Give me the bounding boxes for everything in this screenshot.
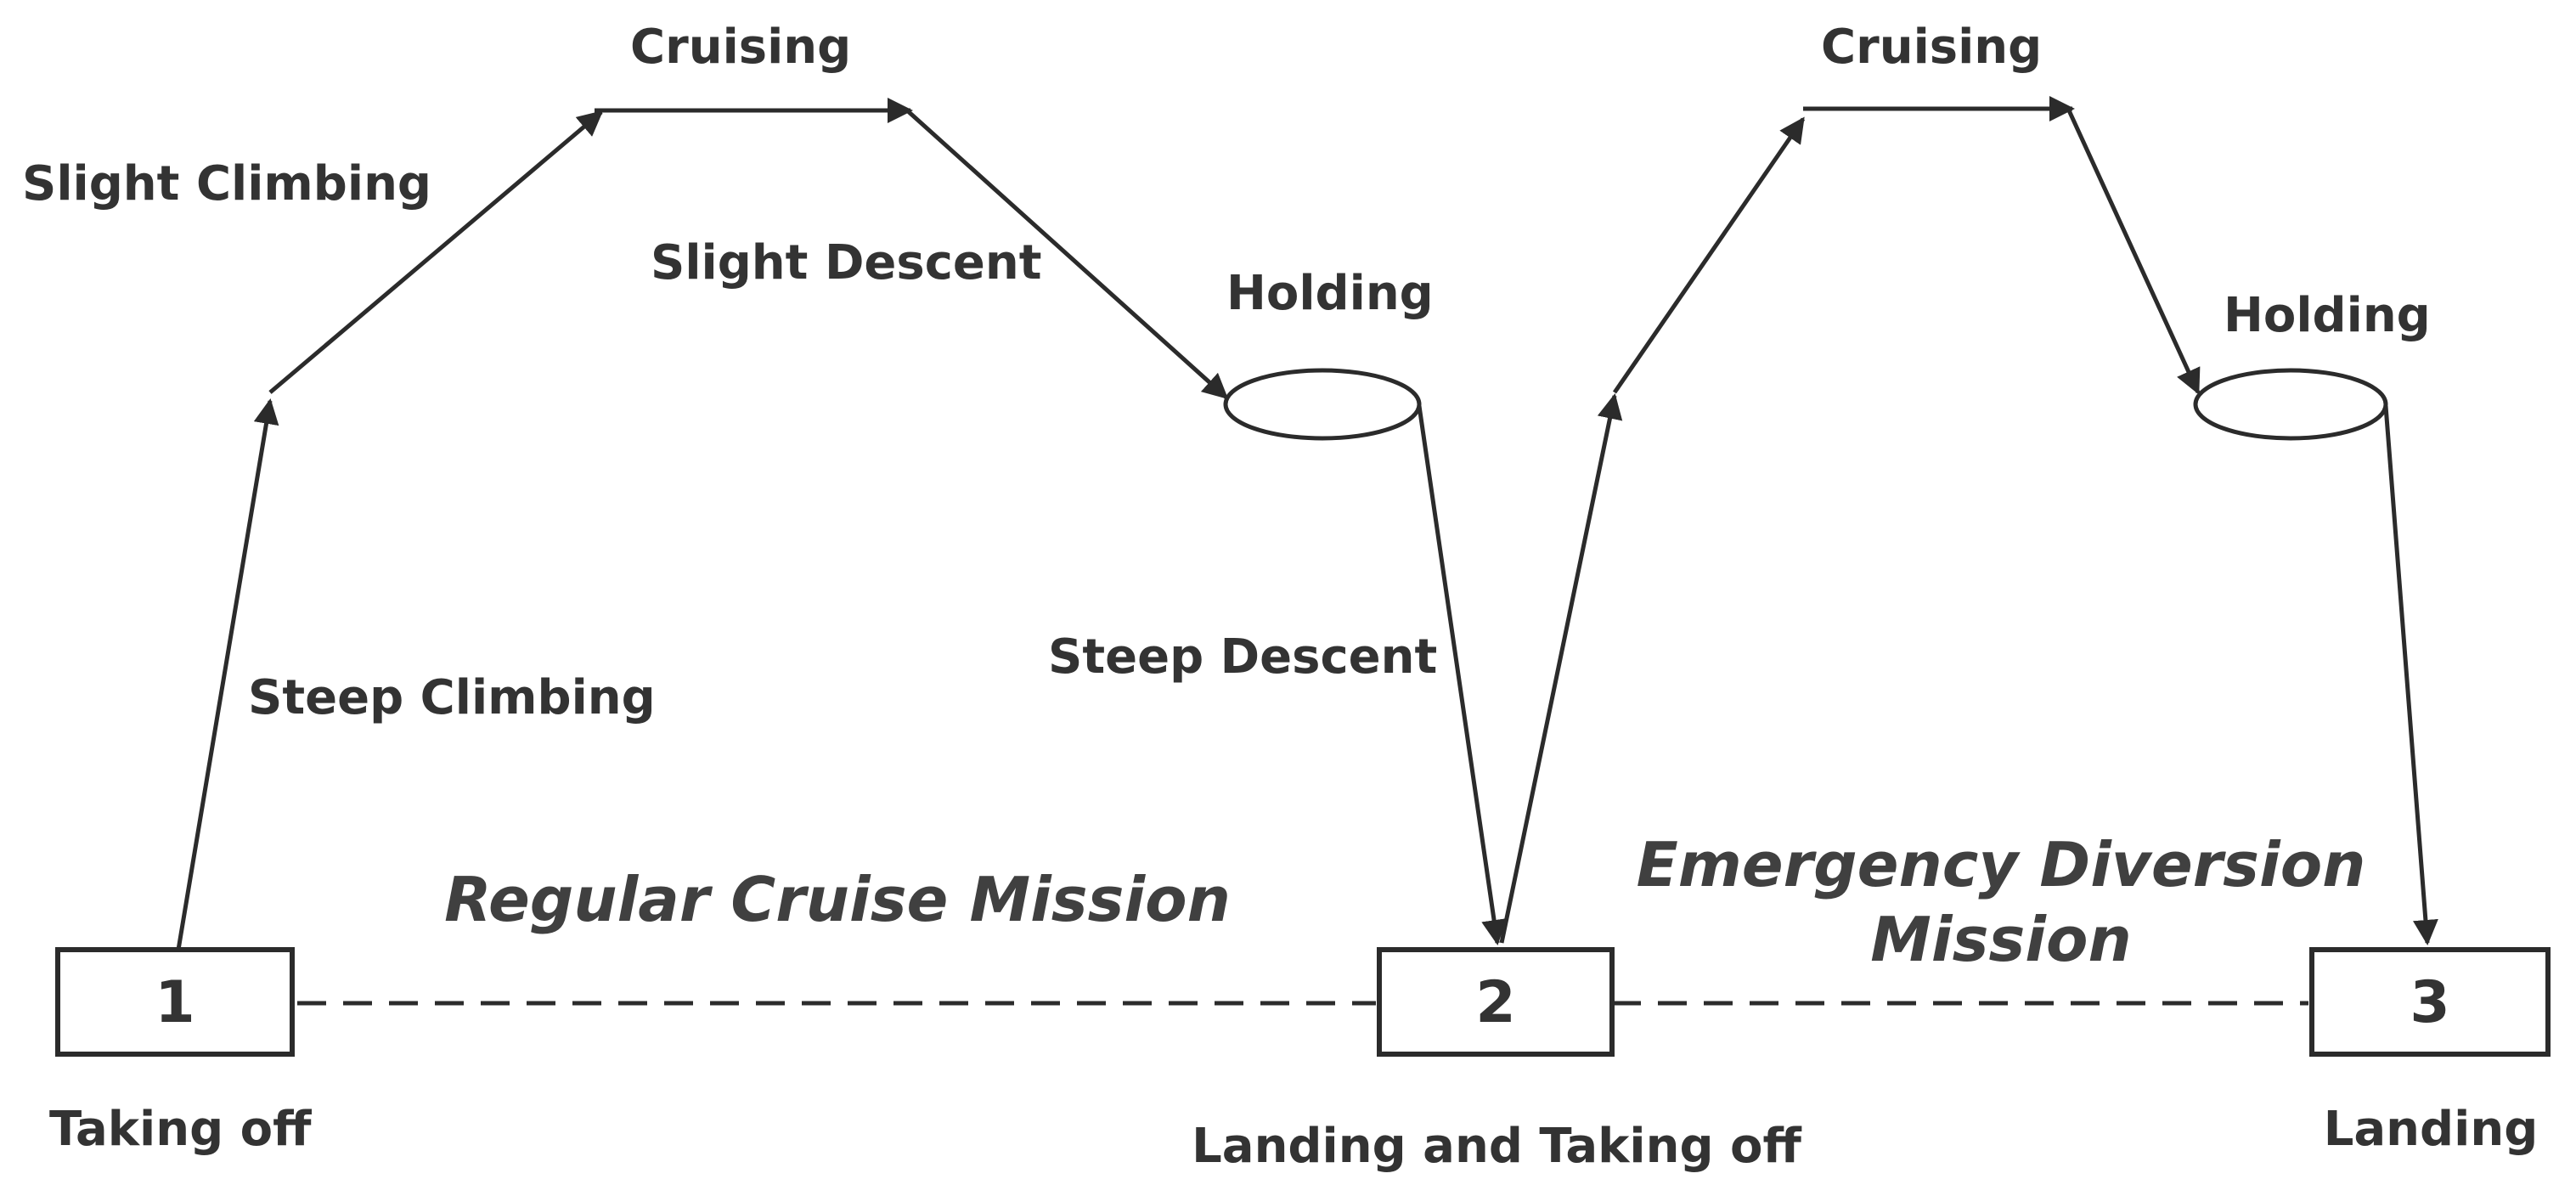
label-slight-climbing: Slight Climbing <box>22 156 431 212</box>
label-holding-2: Holding <box>2224 288 2431 343</box>
mission-title-emergency-line2: Mission <box>1870 904 2131 975</box>
holding-pattern-2 <box>2193 368 2388 441</box>
steep-descent-arrow <box>1417 405 1507 945</box>
label-steep-climbing: Steep Climbing <box>248 670 656 725</box>
slight-climb-arrow <box>268 110 604 394</box>
airport-node-3: 3 <box>2309 947 2551 1057</box>
label-slight-descent: Slight Descent <box>651 235 1042 291</box>
slight-climb-arrow-2 <box>1612 116 1806 394</box>
steep-climb-arrow-2 <box>1499 393 1623 944</box>
node-number: 3 <box>2410 969 2449 1036</box>
slight-descent-arrow <box>905 109 1229 400</box>
airport-node-1: 1 <box>55 947 295 1057</box>
caption-node-1: Taking off <box>49 1102 312 1157</box>
holding-pattern-1 <box>1223 368 1422 441</box>
caption-node-2: Landing and Taking off <box>1192 1119 1801 1174</box>
label-holding-1: Holding <box>1226 266 1434 321</box>
mission-title-emergency-line1: Emergency Diversion <box>1637 829 2366 900</box>
label-cruising-1: Cruising <box>630 20 851 75</box>
steep-climb-arrow <box>176 398 279 951</box>
label-cruising-2: Cruising <box>1821 20 2042 75</box>
final-descent-arrow <box>2383 405 2438 945</box>
mission-title-regular: Regular Cruise Mission <box>444 864 1231 935</box>
airport-node-2: 2 <box>1377 947 1615 1057</box>
node-number: 2 <box>1475 969 1515 1036</box>
node-number: 1 <box>155 969 194 1036</box>
descent-arrow-2 <box>2066 109 2201 395</box>
label-steep-descent: Steep Descent <box>1048 629 1437 685</box>
caption-node-3: Landing <box>2324 1102 2539 1157</box>
